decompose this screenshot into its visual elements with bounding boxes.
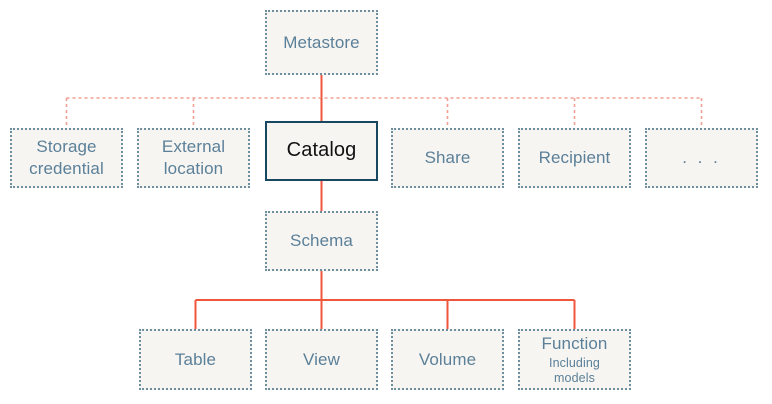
node-more-label: . . . — [682, 148, 721, 168]
node-metastore[interactable]: Metastore — [265, 10, 378, 75]
node-recipient-label: Recipient — [538, 148, 611, 168]
node-metastore-label: Metastore — [283, 32, 360, 52]
node-more[interactable]: . . . — [645, 128, 758, 188]
node-function-subtitle: Including models — [549, 355, 600, 385]
node-table[interactable]: Table — [139, 329, 252, 390]
node-volume[interactable]: Volume — [391, 329, 504, 390]
node-share[interactable]: Share — [391, 128, 504, 188]
node-catalog-label: Catalog — [286, 139, 357, 162]
node-volume-label: Volume — [418, 349, 477, 369]
node-function[interactable]: Function Including models — [518, 329, 631, 390]
node-view-label: View — [303, 349, 340, 369]
node-schema-label: Schema — [290, 231, 353, 251]
node-view[interactable]: View — [265, 329, 378, 390]
node-storage-credential[interactable]: Storage credential — [10, 128, 123, 188]
node-table-label: Table — [174, 349, 217, 369]
node-recipient[interactable]: Recipient — [518, 128, 631, 188]
node-share-label: Share — [424, 148, 471, 168]
node-external-location-label: External location — [161, 137, 226, 178]
node-function-label: Function — [541, 334, 608, 354]
node-catalog[interactable]: Catalog — [265, 121, 378, 181]
node-schema[interactable]: Schema — [265, 211, 378, 271]
node-storage-credential-label: Storage credential — [29, 137, 104, 178]
node-external-location[interactable]: External location — [137, 128, 250, 188]
